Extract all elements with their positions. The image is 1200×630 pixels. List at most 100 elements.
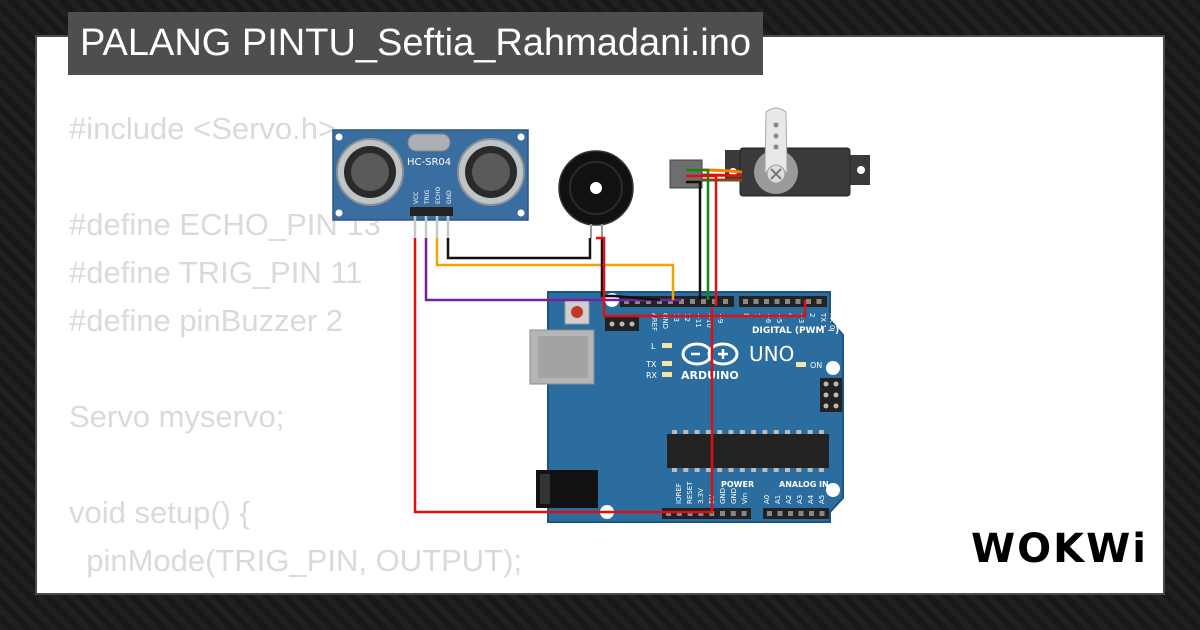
chip-pin xyxy=(762,468,768,472)
icsp-header-right xyxy=(820,378,842,412)
buzzer[interactable] xyxy=(558,150,634,238)
pin-label: RESET xyxy=(686,481,694,504)
pin-label: A1 xyxy=(774,495,782,504)
header-pin[interactable] xyxy=(690,299,695,304)
pin-label: 3.3V xyxy=(697,488,705,504)
wire-red-buzzer xyxy=(596,236,807,318)
pin-label: TX 1 xyxy=(819,312,827,329)
header-pin[interactable] xyxy=(698,511,704,516)
header-pin[interactable] xyxy=(720,511,725,516)
code-preview: #include <Servo.h> #define ECHO_PIN 13#d… xyxy=(69,105,523,593)
header-pin[interactable] xyxy=(730,511,736,516)
header-pin[interactable] xyxy=(741,511,747,516)
header-pin[interactable] xyxy=(624,299,629,304)
board-model: UNO xyxy=(749,342,794,366)
pin-label: AREF xyxy=(650,313,658,331)
chip-pin xyxy=(739,468,745,472)
sensor-pin-label: GND xyxy=(446,190,453,204)
pin-label: ~10 xyxy=(705,313,713,328)
pin-label: A4 xyxy=(807,494,815,504)
transducer-right xyxy=(457,138,525,206)
chip-pin xyxy=(818,468,824,472)
pin-label: ~9 xyxy=(716,313,724,323)
header-pin[interactable] xyxy=(767,511,772,516)
pin-label: A0 xyxy=(763,495,771,504)
mount-hole xyxy=(826,483,840,497)
pin-label: A5 xyxy=(818,495,826,504)
pin-label: ~5 xyxy=(775,313,783,323)
header-pin[interactable] xyxy=(712,299,717,304)
sensor-pin-labels: VCC TRIG ECHO GND xyxy=(413,187,453,205)
header-pin[interactable] xyxy=(753,299,759,304)
sensor-pin-label: ECHO xyxy=(435,187,442,204)
code-line: pinMode(TRIG_PIN, OUTPUT); xyxy=(69,543,523,578)
wires xyxy=(413,168,807,514)
pin-label: RX 0 xyxy=(828,313,836,329)
header-pin[interactable] xyxy=(679,299,684,304)
sensor-pin-label: VCC xyxy=(413,192,420,204)
header-pin[interactable] xyxy=(788,511,793,516)
pin-label: ~11 xyxy=(694,313,702,328)
chip-pin xyxy=(683,468,689,472)
header-pin[interactable] xyxy=(774,299,780,304)
servo-horn[interactable] xyxy=(764,107,788,173)
header-pin[interactable] xyxy=(795,299,801,304)
pin-label: IOREF xyxy=(675,483,683,504)
servo-motor[interactable] xyxy=(669,107,870,197)
chip-pin xyxy=(705,430,711,434)
header-pin[interactable] xyxy=(785,299,790,304)
pin-label: GND xyxy=(661,313,669,329)
code-line: #define ECHO_PIN 13 xyxy=(69,207,381,242)
digital-header-left xyxy=(620,296,734,307)
wire-black-buzzer-gnd xyxy=(600,238,661,302)
header-pin[interactable] xyxy=(777,511,783,516)
pin-label: Vin xyxy=(741,493,749,504)
led-tx-label: TX xyxy=(645,360,657,369)
wire-purple-trig xyxy=(424,238,681,302)
pin-label: 2 xyxy=(808,313,816,317)
sensor-pin-header xyxy=(410,207,453,216)
chip-pin xyxy=(683,430,689,434)
header-pin[interactable] xyxy=(819,511,825,516)
crystal xyxy=(407,133,451,152)
code-line: Servo myservo; xyxy=(69,399,285,434)
header-pin[interactable] xyxy=(666,511,671,516)
icsp-header-top xyxy=(605,317,639,331)
led-l xyxy=(662,343,672,348)
top-pin-holes xyxy=(624,299,822,304)
header-pin[interactable] xyxy=(743,299,748,304)
board-brand: ARDUINO xyxy=(681,369,739,382)
header-pin[interactable] xyxy=(764,299,769,304)
chip-pin xyxy=(785,430,790,434)
header-pin[interactable] xyxy=(701,299,706,304)
chip-pin xyxy=(807,468,813,472)
header-pin[interactable] xyxy=(657,299,662,304)
header-pin[interactable] xyxy=(723,299,728,304)
wire-orange-echo xyxy=(435,238,675,300)
header-pin[interactable] xyxy=(687,511,693,516)
led-on-label: ON xyxy=(810,361,822,370)
chip-pin xyxy=(751,430,757,434)
header-pin[interactable] xyxy=(798,511,804,516)
wire-black-servo xyxy=(686,180,702,300)
header-pin[interactable] xyxy=(809,511,814,516)
pin-label: A2 xyxy=(785,495,793,504)
chip-pin xyxy=(728,430,734,434)
header-pin[interactable] xyxy=(709,511,715,516)
header-pin[interactable] xyxy=(806,299,811,304)
header-pin[interactable] xyxy=(635,299,640,304)
transducer-left xyxy=(336,138,404,206)
sensor-pin-label: TRIG xyxy=(424,189,431,205)
power-label: POWER xyxy=(721,480,754,489)
chip-pin xyxy=(762,430,768,434)
chip-pin xyxy=(694,468,700,472)
header-pin[interactable] xyxy=(646,299,651,304)
header-pin[interactable] xyxy=(816,299,822,304)
chip-pin xyxy=(728,468,734,472)
chip-pin xyxy=(717,468,723,472)
chip-pin xyxy=(694,430,700,434)
header-pin[interactable] xyxy=(668,299,673,304)
header-pin[interactable] xyxy=(676,511,682,516)
